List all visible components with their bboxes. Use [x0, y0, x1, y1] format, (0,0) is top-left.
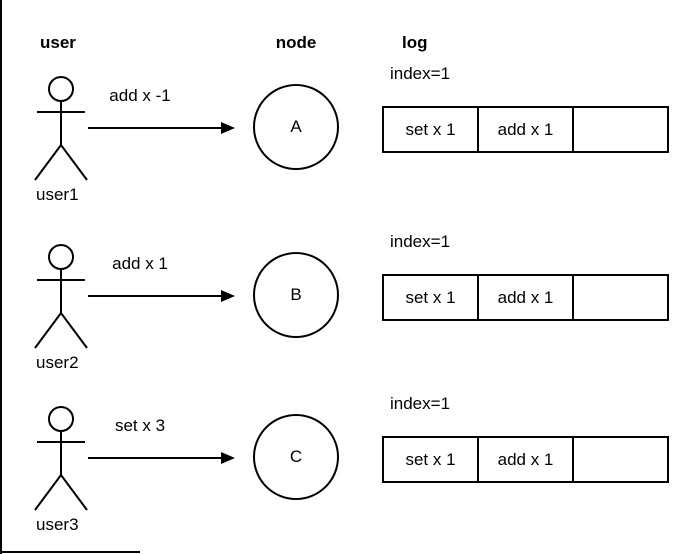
- node-circle: A: [253, 84, 339, 170]
- node-circle: B: [253, 252, 339, 338]
- actor-name-label: user3: [36, 515, 79, 534]
- log-index-label: index=1: [390, 64, 451, 83]
- log-cell: set x 1: [384, 438, 479, 481]
- message-label: set x 3: [114, 416, 166, 435]
- message-label: add x -1: [109, 86, 171, 105]
- node-circle: C: [253, 414, 339, 500]
- log-table: set x 1 add x 1: [382, 436, 669, 483]
- diagram-row: user3 set x 3 C index=1 set x 1 add x 1: [0, 388, 691, 550]
- log-index-label: index=1: [390, 394, 451, 413]
- diagram-row: user1 add x -1 A index=1 set x 1 add x 1: [0, 58, 691, 220]
- stick-figure-icon: [34, 76, 88, 181]
- arrow-right-icon: [88, 122, 235, 134]
- node-label: C: [289, 447, 303, 466]
- log-cell: add x 1: [479, 108, 574, 151]
- canvas-bottom-border: [0, 551, 140, 553]
- log-cell: [574, 108, 667, 151]
- arrow-right-icon: [88, 452, 235, 464]
- column-header-node: node: [275, 33, 317, 52]
- log-cell: set x 1: [384, 276, 479, 319]
- actor-name-label: user2: [36, 353, 79, 372]
- stick-figure-icon: [34, 244, 88, 349]
- node-label: B: [290, 285, 302, 304]
- log-table: set x 1 add x 1: [382, 106, 669, 153]
- log-cell: [574, 438, 667, 481]
- log-cell: add x 1: [479, 276, 574, 319]
- message-label: add x 1: [112, 254, 168, 273]
- log-table: set x 1 add x 1: [382, 274, 669, 321]
- actor-name-label: user1: [36, 185, 79, 204]
- arrow-right-icon: [88, 290, 235, 302]
- log-cell: [574, 276, 667, 319]
- column-header-user: user: [40, 33, 76, 52]
- diagram-row: user2 add x 1 B index=1 set x 1 add x 1: [0, 226, 691, 388]
- column-header-log: log: [402, 33, 428, 52]
- stick-figure-icon: [34, 406, 88, 511]
- log-cell: set x 1: [384, 108, 479, 151]
- node-label: A: [290, 117, 302, 136]
- log-cell: add x 1: [479, 438, 574, 481]
- log-index-label: index=1: [390, 232, 451, 251]
- canvas-left-border: [0, 0, 2, 554]
